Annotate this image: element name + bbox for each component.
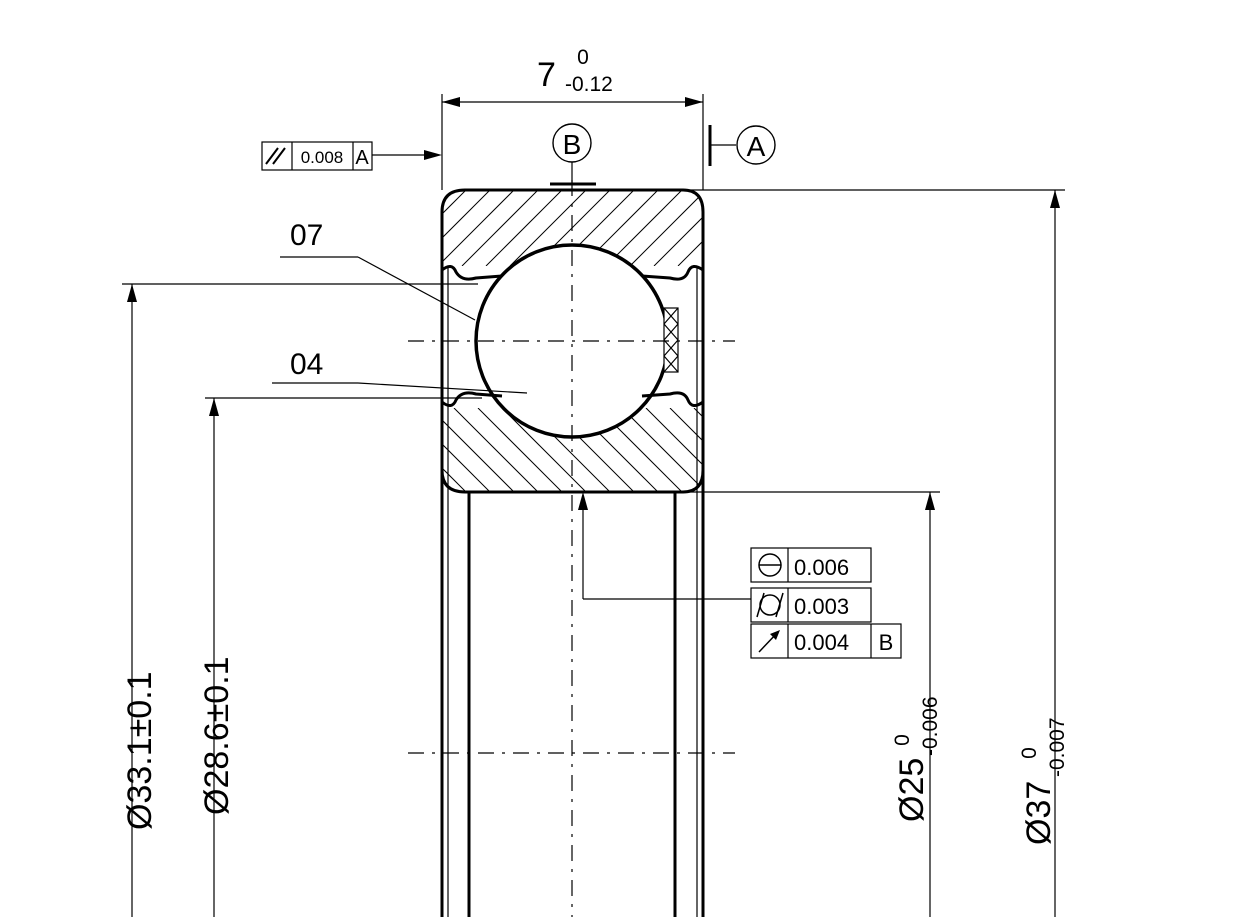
d33-text: Ø33.1±0.1 [121, 671, 159, 830]
seal [663, 307, 679, 373]
hatch-line [621, 408, 703, 492]
hatch-line [774, 190, 850, 266]
dimension-d28: Ø28.6±0.1 [198, 397, 482, 917]
hatch-line [766, 408, 850, 492]
runout-icon [758, 630, 780, 653]
datum-a: A [708, 125, 776, 166]
hatch-line [645, 408, 703, 492]
inner-ring-hatching [442, 408, 850, 492]
label-07: 07 [290, 219, 323, 252]
hatch-line [693, 408, 703, 492]
hatch-line [442, 190, 515, 266]
hatch-line [501, 408, 587, 492]
label-04: 04 [290, 348, 323, 381]
parallelism-datum: A [355, 147, 369, 169]
dimension-width: 7 0 -0.12 [441, 46, 704, 190]
d25-nominal: Ø25 [893, 758, 931, 822]
d37-nominal: Ø37 [1020, 781, 1058, 845]
runout-datum: B [879, 630, 894, 655]
cylindricity-icon [756, 592, 784, 618]
runout-value: 0.004 [794, 630, 849, 655]
dimension-d37: Ø37 0 -0.007 [683, 189, 1069, 917]
hatch-line [442, 190, 467, 266]
parallelism-icon [265, 147, 286, 165]
label-ball: 04 [272, 348, 528, 394]
d37-lower: -0.007 [1046, 717, 1069, 777]
hatch-line [453, 408, 539, 492]
hatch-line [718, 408, 802, 492]
datum-b-letter: B [563, 129, 582, 160]
hatch-line [509, 190, 587, 266]
hatch-line [653, 190, 703, 266]
hatch-line [442, 190, 491, 266]
dimension-d33: Ø33.1±0.1 [121, 283, 478, 917]
hatch-line [669, 408, 703, 492]
datum-a-letter: A [747, 131, 766, 162]
d25-upper: 0 [891, 734, 914, 746]
width-nominal: 7 [537, 56, 556, 94]
hatch-line [701, 190, 703, 266]
width-upper: 0 [577, 46, 589, 69]
label-outer-ring: 07 [280, 219, 476, 321]
dimension-d25: Ø25 0 -0.006 [683, 491, 942, 917]
cylindricity-value: 0.003 [794, 594, 849, 619]
hatch-line [629, 190, 703, 266]
d37-upper: 0 [1018, 747, 1041, 759]
hatch-line [477, 408, 563, 492]
d25-lower: -0.006 [919, 696, 942, 756]
hatch-line [442, 408, 467, 492]
hatch-line [442, 408, 515, 492]
parallelism-value: 0.008 [301, 148, 344, 167]
width-lower: -0.12 [565, 73, 613, 96]
roundness-value: 0.006 [794, 555, 849, 580]
hatch-line [726, 190, 802, 266]
hatch-line [461, 190, 539, 266]
datum-b: B [550, 123, 596, 186]
d28-text: Ø28.6±0.1 [198, 656, 236, 815]
hatch-line [750, 190, 826, 266]
hatch-line [485, 190, 563, 266]
hatch-line [677, 190, 703, 266]
center-lines [408, 180, 735, 917]
roundness-icon [758, 553, 782, 577]
ring-walls [440, 266, 705, 917]
hatch-line [442, 190, 443, 266]
parallelism-frame: 0.008 A [261, 141, 442, 171]
hatch-line [442, 408, 443, 492]
hatch-line [605, 190, 683, 266]
hatch-line [742, 408, 826, 492]
bore-tolerance-frames: 0.006 0.003 0.004 B [578, 492, 902, 659]
